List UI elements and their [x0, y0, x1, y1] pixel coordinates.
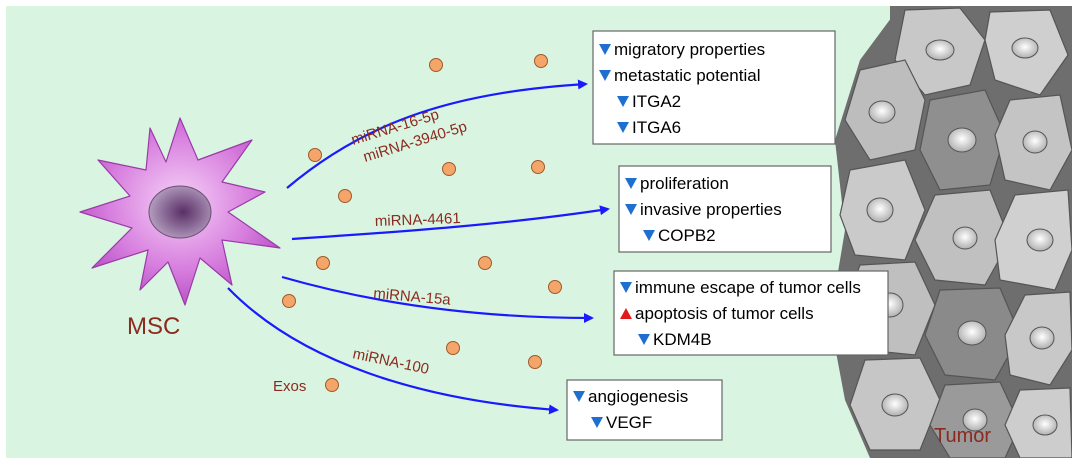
exosome-dot [282, 294, 296, 308]
down-arrow-icon [620, 282, 632, 293]
effect-item: proliferation [640, 174, 729, 193]
effect-item: COPB2 [658, 226, 716, 245]
down-arrow-icon [617, 96, 629, 107]
exosome-dot [316, 256, 330, 270]
tumor-cell-nucleus [868, 100, 896, 124]
tumor-cell-nucleus [952, 226, 978, 250]
tumor-label: Tumor [934, 425, 991, 447]
tumor-cell-nucleus [962, 408, 988, 432]
effect-box-3-frame [613, 270, 889, 356]
effect-item: VEGF [606, 413, 652, 432]
down-arrow-icon [617, 122, 629, 133]
effect-item: KDM4B [653, 330, 712, 349]
arrow-to-box-4 [227, 287, 559, 415]
exosome-dot [446, 341, 460, 355]
exos-label: Exos [273, 378, 306, 395]
effect-box-3: immune escape of tumor cells apoptosis o… [613, 270, 889, 356]
tumor-cell-nucleus [947, 127, 977, 153]
mirna-label: miRNA-15a [373, 285, 452, 309]
tumor-tissue [830, 6, 1072, 458]
effect-item: migratory properties [614, 40, 765, 59]
exosome-dot [338, 189, 352, 203]
arrow-to-box-2 [291, 205, 610, 241]
down-arrow-icon [591, 417, 603, 428]
arrow-to-box-3 [281, 275, 594, 323]
tumor-cell-nucleus [1032, 414, 1058, 436]
tumor-cell-nucleus [1026, 228, 1054, 252]
exosome-dot [478, 256, 492, 270]
effect-box-1: migratory properties metastatic potentia… [592, 30, 836, 145]
effect-box-1-frame [592, 30, 836, 145]
tumor-cell-nucleus [881, 393, 909, 417]
exosome-dot [429, 58, 443, 72]
effect-item: apoptosis of tumor cells [635, 304, 814, 323]
down-arrow-icon [643, 230, 655, 241]
effect-box-2: proliferation invasive properties COPB2 [618, 165, 832, 253]
down-arrow-icon [599, 44, 611, 55]
down-arrow-icon [573, 391, 585, 402]
tumor-cell-nucleus [925, 39, 955, 61]
mirna-label: miRNA-4461 [375, 210, 461, 230]
msc-label: MSC [127, 313, 180, 340]
effect-item: invasive properties [640, 200, 782, 219]
effect-item: ITGA2 [632, 92, 681, 111]
exosome-dot [531, 160, 545, 174]
msc-nucleus [148, 185, 212, 239]
effect-box-4-frame [566, 379, 723, 441]
effect-box-2-frame [618, 165, 832, 253]
effect-item: metastatic potential [614, 66, 760, 85]
up-arrow-icon [620, 308, 632, 319]
effect-item: immune escape of tumor cells [635, 278, 861, 297]
arrows [227, 79, 610, 415]
exosome-dot [528, 355, 542, 369]
tumor-cell-nucleus [1011, 37, 1039, 59]
tumor-cell-nucleus [1029, 326, 1055, 350]
down-arrow-icon [625, 178, 637, 189]
exosome-legend-dot [325, 378, 339, 392]
down-arrow-icon [638, 334, 650, 345]
tumor-cell-nucleus [866, 197, 894, 223]
effect-box-4: angiogenesis VEGF [566, 379, 723, 441]
exosomes [282, 54, 562, 392]
exosome-dot [308, 148, 322, 162]
down-arrow-icon [625, 204, 637, 215]
exosome-dot [534, 54, 548, 68]
exosome-dot [442, 162, 456, 176]
effect-item: ITGA6 [632, 118, 681, 137]
effect-item: angiogenesis [588, 387, 688, 406]
tumor-cell-nucleus [1022, 130, 1048, 154]
arrow-to-box-1 [286, 79, 588, 189]
down-arrow-icon [599, 70, 611, 81]
msc-cell [79, 117, 281, 306]
tumor-cell-nucleus [957, 320, 987, 346]
exosome-dot [548, 280, 562, 294]
